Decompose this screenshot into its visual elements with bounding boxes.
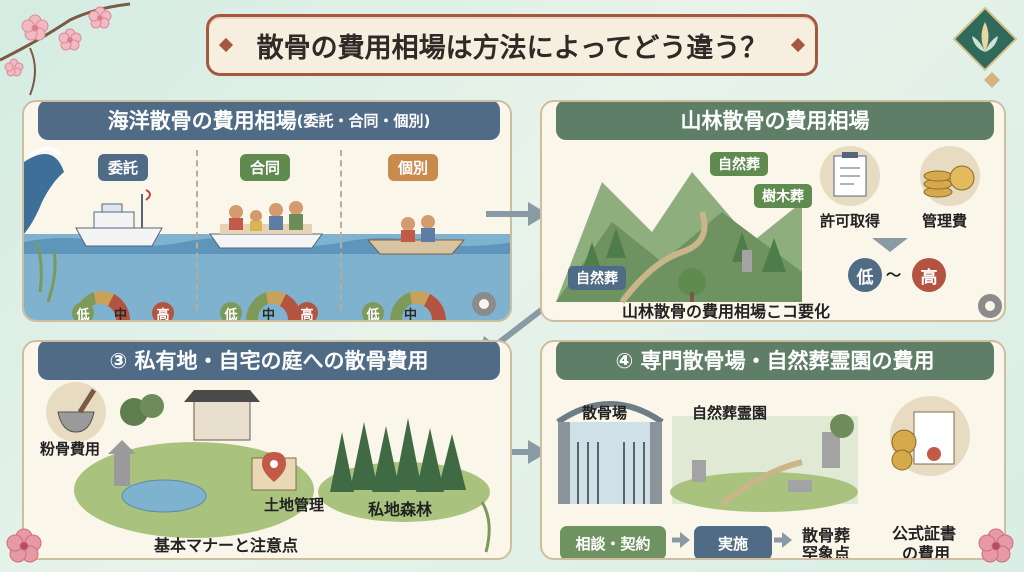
tab-group: 合同 xyxy=(240,154,291,181)
cemetery-illustration xyxy=(556,396,970,548)
ocean-illustration xyxy=(24,146,510,320)
gauge-mid-2: 中 xyxy=(262,308,276,322)
arrow-right-icon xyxy=(486,202,548,226)
permit-label: 許可取得 xyxy=(820,212,881,230)
forest-illustration xyxy=(556,146,1002,318)
natural-cemetery-label: 自然葬霊園 xyxy=(692,404,768,422)
panel2-caption: 山林散骨の費用相場こコ要化 xyxy=(622,302,831,321)
low-circle: 低 xyxy=(848,258,882,292)
panel-forest-scattering: 山林散骨の費用相場 自然葬 樹木葬 自然葬 許可取得 管理費 低 〜 高 山林散… xyxy=(540,100,1006,322)
management-fee-label: 管理費 xyxy=(922,212,968,230)
gear-icon-2 xyxy=(978,294,1002,318)
panel-ocean-scattering: 海洋散骨の費用相場(委託・合同・個別) 委託 合同 個別 低 中 高 低 中 高… xyxy=(22,100,512,322)
gauge-low-3: 低 xyxy=(362,302,384,320)
seaweed-icon-2 xyxy=(480,501,491,553)
gauge-mid-3: 中 xyxy=(404,308,418,322)
panel2-heading: 山林散骨の費用相場 xyxy=(556,102,994,140)
scatter-site-label: 散骨場 xyxy=(582,404,628,422)
target-label-1: 散骨葬 xyxy=(802,526,851,545)
gauge-low-2: 低 xyxy=(220,302,242,320)
coins-icon xyxy=(920,146,980,206)
panel3-caption: 基本マナーと注意点 xyxy=(154,536,299,555)
gauge-high-1: 高 xyxy=(152,302,174,320)
panel4-heading: ④ 専門散骨場・自然葬霊園の費用 xyxy=(556,342,994,380)
lotus-logo-icon xyxy=(952,6,1018,88)
high-circle: 高 xyxy=(912,258,946,292)
map-pin-icon xyxy=(251,452,297,491)
target-label-2: 罕象点 xyxy=(802,544,851,560)
garden-illustration xyxy=(46,382,491,553)
tab-private: 個別 xyxy=(388,154,439,181)
official-cert-label-2: の費用 xyxy=(902,544,951,560)
private-forest-label: 私地森林 xyxy=(368,500,433,519)
sakura-icon-bottom-right xyxy=(978,528,1014,563)
ship-commission-icon xyxy=(75,189,163,247)
gauge-mid-1: 中 xyxy=(114,308,128,322)
panel-private-land: ③ 私有地・自宅の庭への散骨費用 粉骨費用 土地管理 私地森林 基本マナーと注意… xyxy=(22,340,512,560)
cost-gauge-private xyxy=(390,291,446,320)
natural-burial-bottom-label: 自然葬 xyxy=(568,266,626,290)
ship-group-icon xyxy=(209,201,323,249)
natural-burial-top-label: 自然葬 xyxy=(710,152,768,176)
panel3-heading: ③ 私有地・自宅の庭への散骨費用 xyxy=(38,342,500,380)
gauge-high-2: 高 xyxy=(296,302,318,320)
gear-icon xyxy=(472,292,496,316)
tab-commission: 委託 xyxy=(98,154,149,181)
certificate-icon xyxy=(890,396,970,476)
sakura-branch-icon xyxy=(0,2,131,96)
boat-private-icon xyxy=(366,215,466,255)
official-cert-label-1: 公式証書 xyxy=(892,524,957,543)
sakura-icon-bottom-left xyxy=(6,528,42,563)
tilde-label: 〜 xyxy=(886,266,902,284)
seaweed-icon xyxy=(34,241,57,303)
powder-cost-label: 粉骨費用 xyxy=(40,440,101,458)
permit-clipboard-icon xyxy=(820,146,880,206)
page-title-text: 散骨の費用相場は方法によってどう違う？ xyxy=(256,32,768,64)
page-title: 散骨の費用相場は方法によってどう違う？ xyxy=(206,14,818,76)
panel1-heading: 海洋散骨の費用相場(委託・合同・個別) xyxy=(38,102,500,140)
flow-step-execute: 実施 xyxy=(694,526,772,558)
panel-dedicated-site: ④ 専門散骨場・自然葬霊園の費用 散骨場 自然葬霊園 相談・契約 実施 散骨葬 … xyxy=(540,340,1006,560)
tree-burial-label: 樹木葬 xyxy=(754,184,812,208)
mortar-icon xyxy=(46,382,106,442)
land-management-label: 土地管理 xyxy=(264,496,325,514)
flow-step-consult: 相談・契約 xyxy=(560,526,666,558)
gauge-low-1: 低 xyxy=(72,302,94,320)
